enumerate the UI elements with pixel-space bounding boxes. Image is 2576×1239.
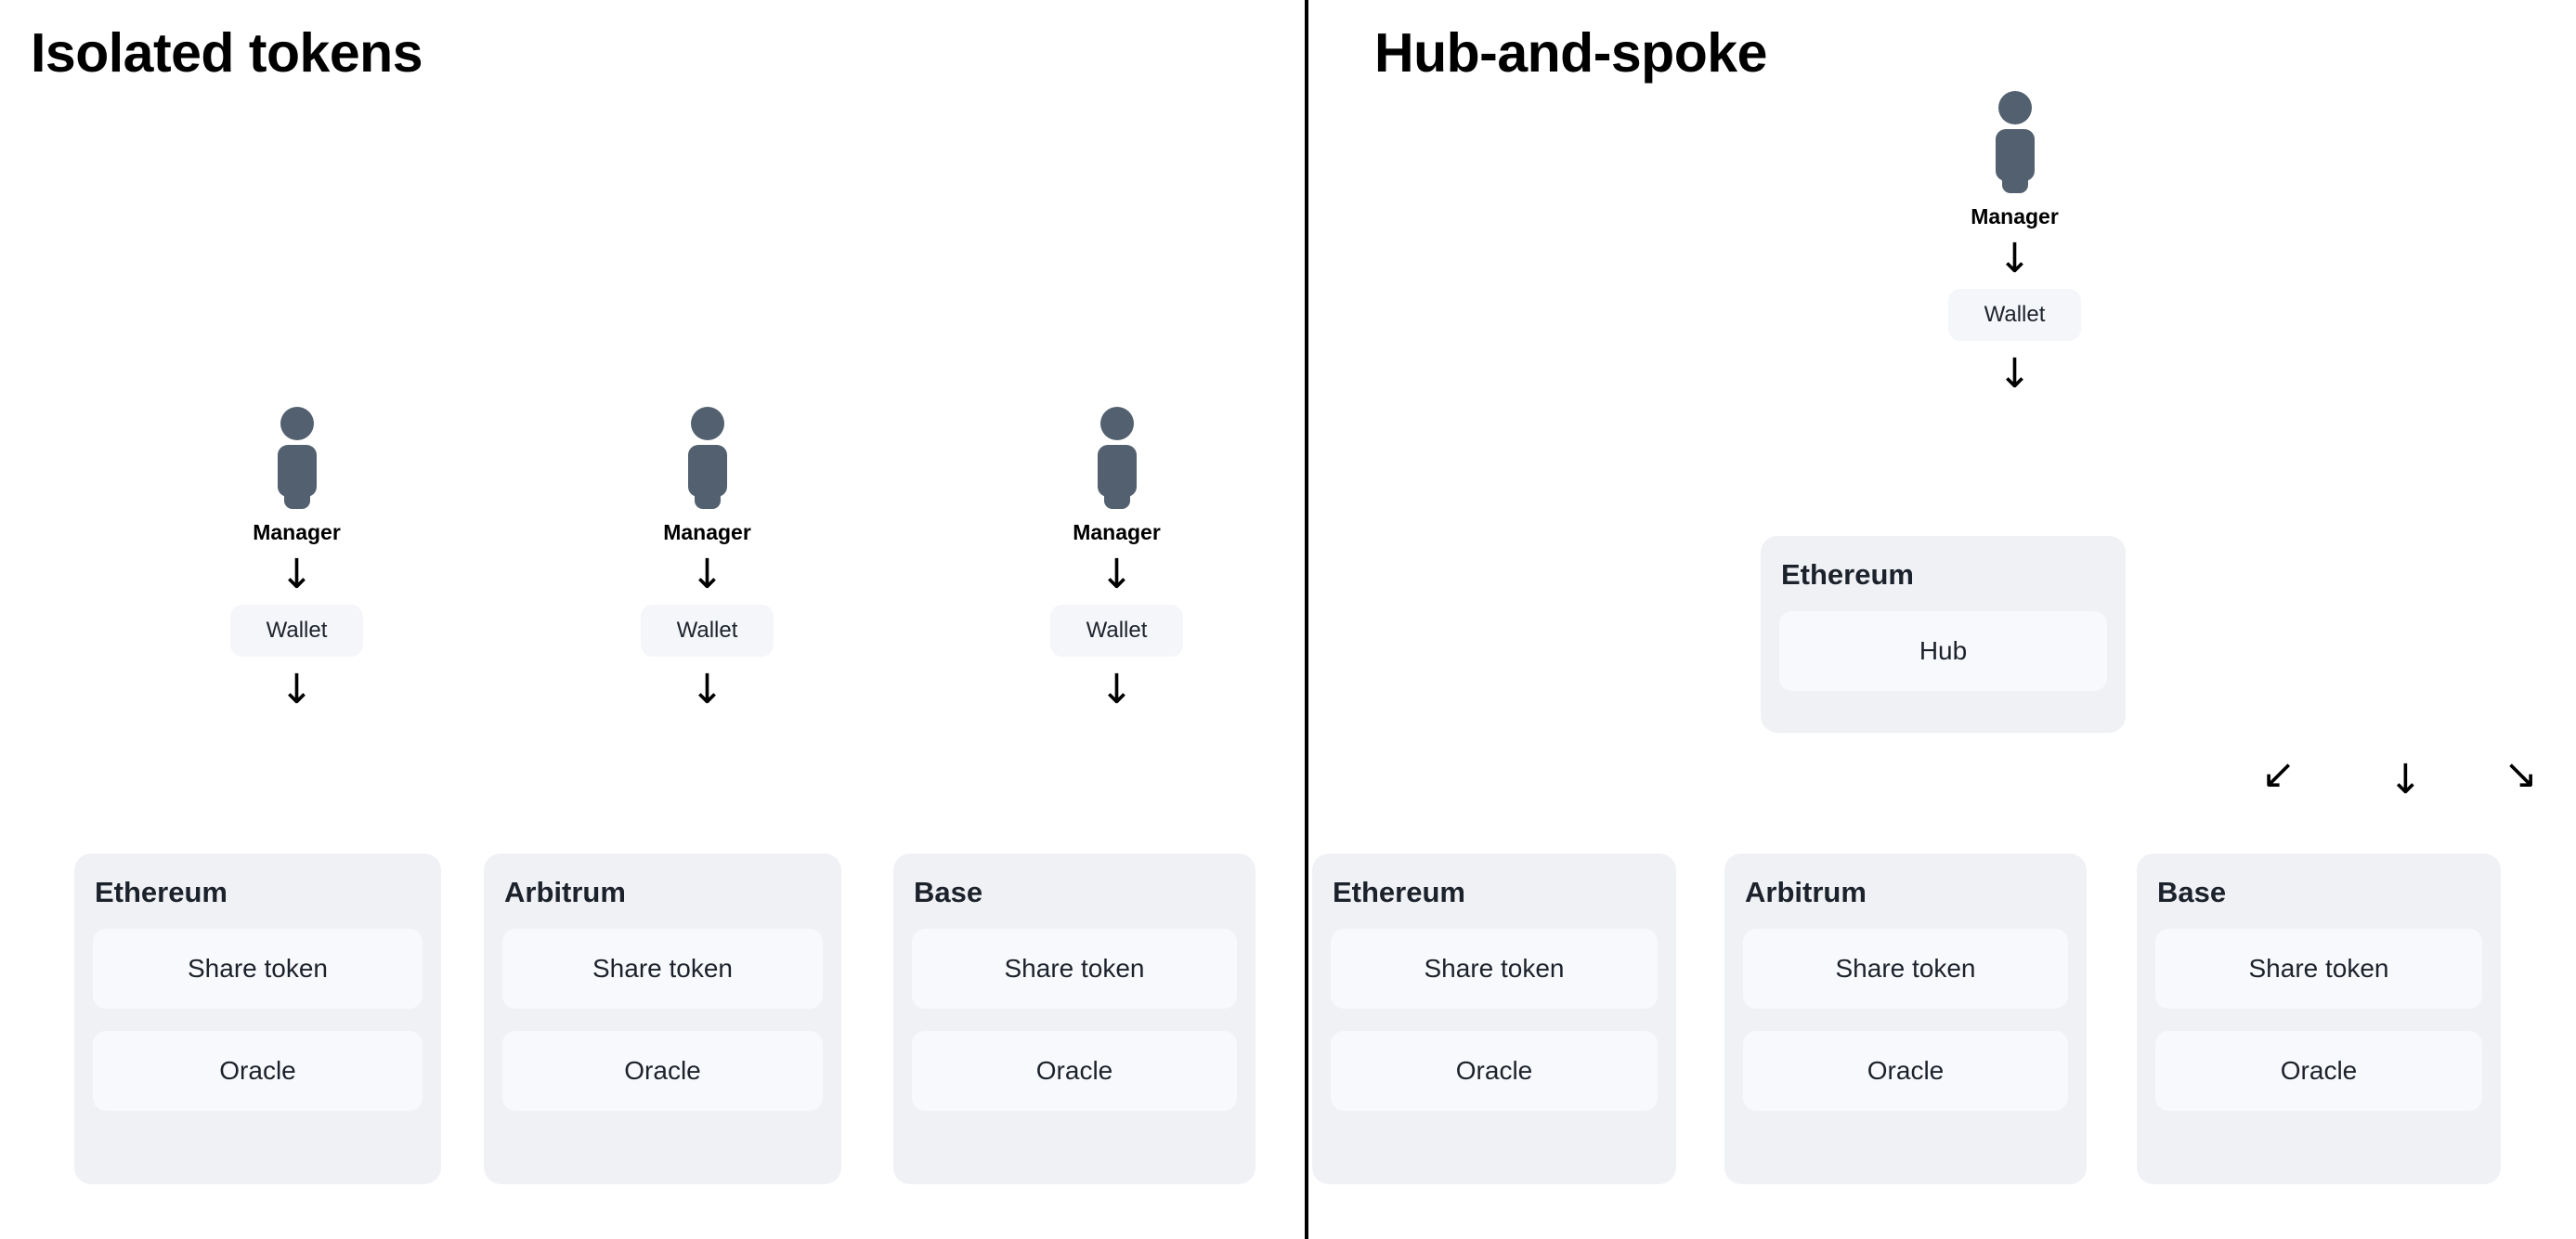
person-head [690, 407, 724, 440]
person-legs [2001, 153, 2028, 193]
person-legs [283, 469, 310, 509]
spoke-card-base: Base Share token Oracle [2137, 854, 2501, 1184]
arrow-down-icon: ↓ [690, 666, 724, 713]
hub-item: Hub [1779, 611, 2107, 691]
spoke-card-arbitrum: Arbitrum Share token Oracle [1724, 854, 2087, 1184]
arrow-down-icon: ↓ [280, 551, 314, 598]
chain-item-oracle: Oracle [93, 1031, 423, 1111]
arrow-down-icon: ↓ [2388, 756, 2423, 803]
spoke-card-ethereum: Ethereum Share token Oracle [1312, 854, 1676, 1184]
chain-item-share-token: Share token [2155, 929, 2482, 1009]
chain-item-share-token: Share token [502, 929, 823, 1009]
actor-label: Manager [1073, 520, 1161, 544]
chain-title: Ethereum [1333, 876, 1465, 908]
wallet-node: Wallet [230, 605, 363, 657]
arrow-down-left-icon: ↙ [2261, 750, 2296, 798]
chain-card-base: Base Share token Oracle [893, 854, 1255, 1184]
chain-title: Ethereum [95, 876, 228, 908]
isolated-column-1-actor: Manager ↓ Wallet ↓ [230, 407, 363, 711]
person-icon [269, 407, 325, 509]
wallet-node: Wallet [1050, 605, 1183, 657]
chain-title: Arbitrum [504, 876, 626, 908]
page-title-isolated: Isolated tokens [31, 22, 423, 84]
arrow-down-icon: ↓ [690, 551, 724, 598]
person-icon [1987, 91, 2043, 193]
isolated-column-2-actor: Manager ↓ Wallet ↓ [641, 407, 774, 711]
isolated-tokens-panel: Isolated tokens Manager ↓ Wallet ↓ Ether… [31, 22, 1255, 1184]
chain-card-arbitrum: Arbitrum Share token Oracle [484, 854, 841, 1184]
arrow-down-icon: ↓ [1099, 666, 1134, 713]
chain-item-share-token: Share token [1743, 929, 2068, 1009]
person-head [1099, 407, 1134, 440]
wallet-node: Wallet [1948, 289, 2081, 341]
hub-actor-chain: Manager ↓ Wallet ↓ [1948, 91, 2081, 395]
actor-label: Manager [1971, 204, 2059, 228]
chain-title: Base [2157, 876, 2227, 908]
chain-title: Base [914, 876, 983, 908]
arrow-down-icon: ↓ [1997, 350, 2032, 398]
hub-card-ethereum: Ethereum Hub [1761, 536, 2126, 733]
person-icon [1089, 407, 1145, 509]
chain-title: Arbitrum [1745, 876, 1867, 908]
hub-and-spoke-panel: Hub-and-spoke Manager ↓ Wallet ↓ Ethereu… [1308, 0, 2576, 1239]
panel-divider [1305, 0, 1308, 1239]
wallet-node: Wallet [641, 605, 774, 657]
actor-label: Manager [663, 520, 751, 544]
chain-item-share-token: Share token [1331, 929, 1658, 1009]
chain-item-oracle: Oracle [1331, 1031, 1658, 1111]
arrow-down-icon: ↓ [1099, 551, 1134, 598]
arrow-down-right-icon: ↘ [2504, 750, 2538, 798]
chain-item-share-token: Share token [93, 929, 423, 1009]
chain-item-oracle: Oracle [912, 1031, 1237, 1111]
chain-item-oracle: Oracle [2155, 1031, 2482, 1111]
person-icon [680, 407, 735, 509]
person-legs [694, 469, 721, 509]
chain-title: Ethereum [1781, 558, 1914, 591]
person-head [1997, 91, 2032, 124]
actor-label: Manager [253, 520, 341, 544]
person-head [280, 407, 314, 440]
chain-item-share-token: Share token [912, 929, 1237, 1009]
chain-item-oracle: Oracle [502, 1031, 823, 1111]
chain-item-oracle: Oracle [1743, 1031, 2068, 1111]
isolated-column-3-actor: Manager ↓ Wallet ↓ [1050, 407, 1183, 711]
arrow-down-icon: ↓ [1997, 235, 2032, 282]
person-legs [1103, 469, 1130, 509]
chain-card-ethereum: Ethereum Share token Oracle [74, 854, 441, 1184]
arrow-down-icon: ↓ [280, 666, 314, 713]
page-title-hub: Hub-and-spoke [1374, 22, 1767, 84]
